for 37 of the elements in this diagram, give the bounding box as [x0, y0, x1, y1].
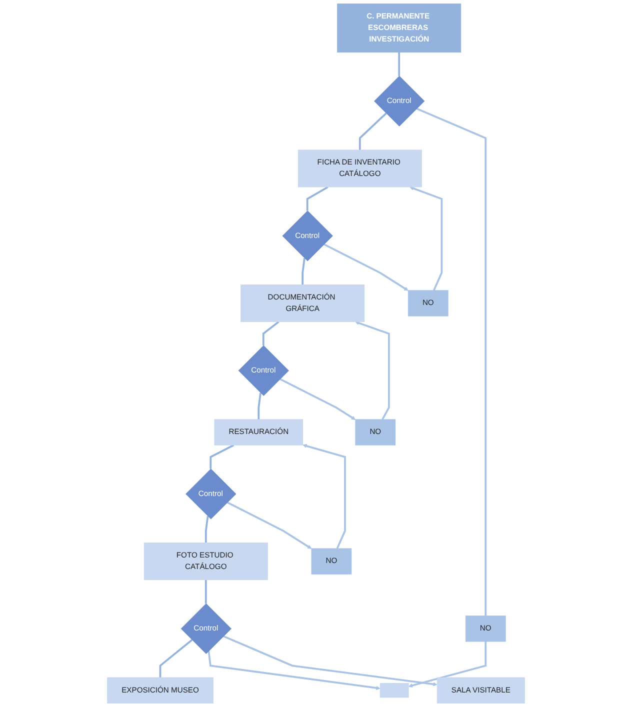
connector	[204, 580, 207, 604]
connector	[159, 639, 193, 678]
arrow	[226, 502, 312, 549]
node-box	[240, 284, 365, 322]
node-box	[337, 4, 462, 52]
node-box	[144, 542, 268, 580]
node-box	[465, 616, 506, 642]
arrow	[280, 378, 356, 420]
node-box	[311, 548, 352, 574]
connector	[262, 321, 280, 346]
arrow	[324, 243, 408, 291]
node-diamond	[186, 468, 236, 520]
connector	[306, 186, 328, 211]
arrow	[208, 650, 380, 690]
node-box	[436, 677, 525, 704]
arrow	[223, 635, 438, 686]
node-diamond	[180, 603, 232, 654]
node-box	[214, 419, 304, 446]
arrow	[410, 186, 443, 291]
node-box	[107, 677, 214, 704]
node-box	[355, 419, 396, 446]
node-box	[408, 290, 448, 316]
arrow	[408, 642, 487, 688]
node-diamond	[374, 76, 425, 126]
connector	[398, 52, 400, 76]
node-box	[298, 150, 422, 188]
connector	[302, 258, 306, 285]
node-diamond	[282, 210, 333, 262]
node-diamond	[238, 345, 289, 396]
connector	[358, 112, 387, 150]
connector	[416, 108, 487, 616]
connector	[210, 444, 234, 469]
connector	[204, 516, 209, 543]
arrow	[355, 321, 390, 420]
arrow	[302, 444, 346, 549]
connector	[258, 392, 262, 420]
node-box	[380, 683, 409, 698]
